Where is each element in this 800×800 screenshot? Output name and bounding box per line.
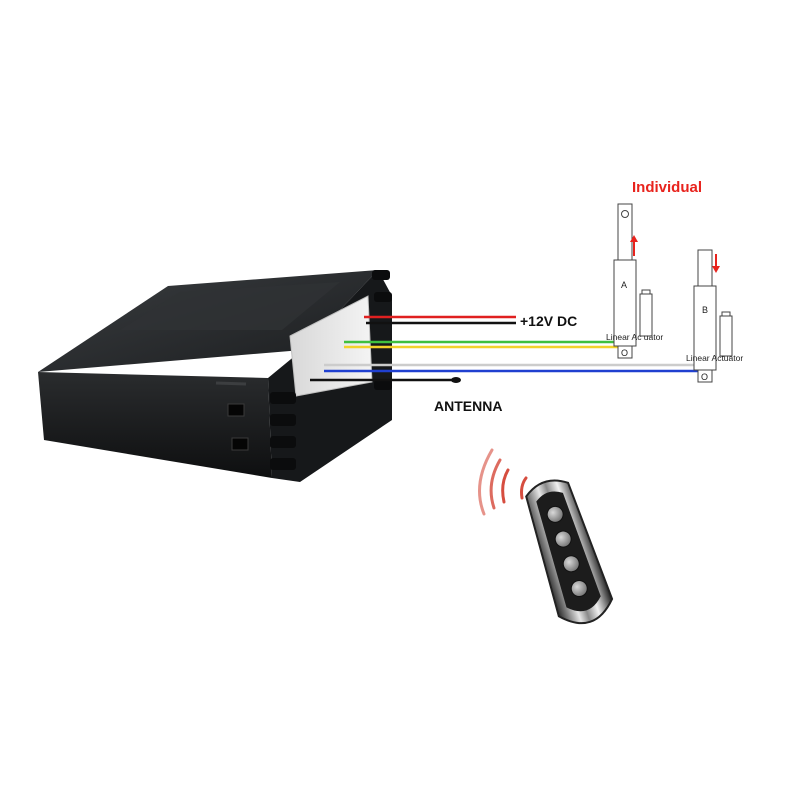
actuator-b-label: Linear Actuator	[686, 353, 743, 363]
front-slot-upper	[227, 403, 245, 417]
controller-box-front	[38, 372, 272, 478]
remote-button-2[interactable]	[553, 529, 573, 549]
remote-signal-waves	[478, 448, 528, 516]
controller-box	[38, 270, 392, 482]
remote-button-4[interactable]	[569, 578, 589, 598]
actuator-a-label: Linear Ac uator	[606, 332, 663, 342]
front-slot-lower	[231, 437, 249, 451]
actuator-b-bottom-mount	[697, 369, 713, 383]
actuator-a	[613, 203, 653, 359]
actuator-a-mount-hole	[621, 210, 629, 218]
actuator-b-rod-end	[697, 249, 713, 287]
remote-control	[525, 479, 614, 625]
actuator-b-bottom-mark: O	[701, 372, 708, 382]
remote-button-1[interactable]	[545, 504, 565, 524]
actuator-a-bottom-mark: O	[621, 348, 628, 358]
actuator-a-motor	[639, 293, 653, 337]
diagram-title: Individual	[632, 179, 702, 196]
actuator-a-bottom-mount	[617, 345, 633, 359]
antenna-label: ANTENNA	[434, 398, 502, 414]
actuator-b-motor	[719, 315, 733, 357]
actuator-b-letter: B	[702, 305, 708, 315]
wires	[310, 315, 700, 383]
controller-box-label-recess	[120, 282, 340, 330]
front-ridge	[215, 381, 247, 386]
actuator-b	[693, 249, 733, 383]
remote-button-3[interactable]	[561, 554, 581, 574]
actuator-a-letter: A	[621, 280, 627, 290]
endcap-fins	[270, 270, 392, 470]
antenna-tip	[451, 377, 461, 383]
power-label: +12V DC	[520, 313, 577, 329]
